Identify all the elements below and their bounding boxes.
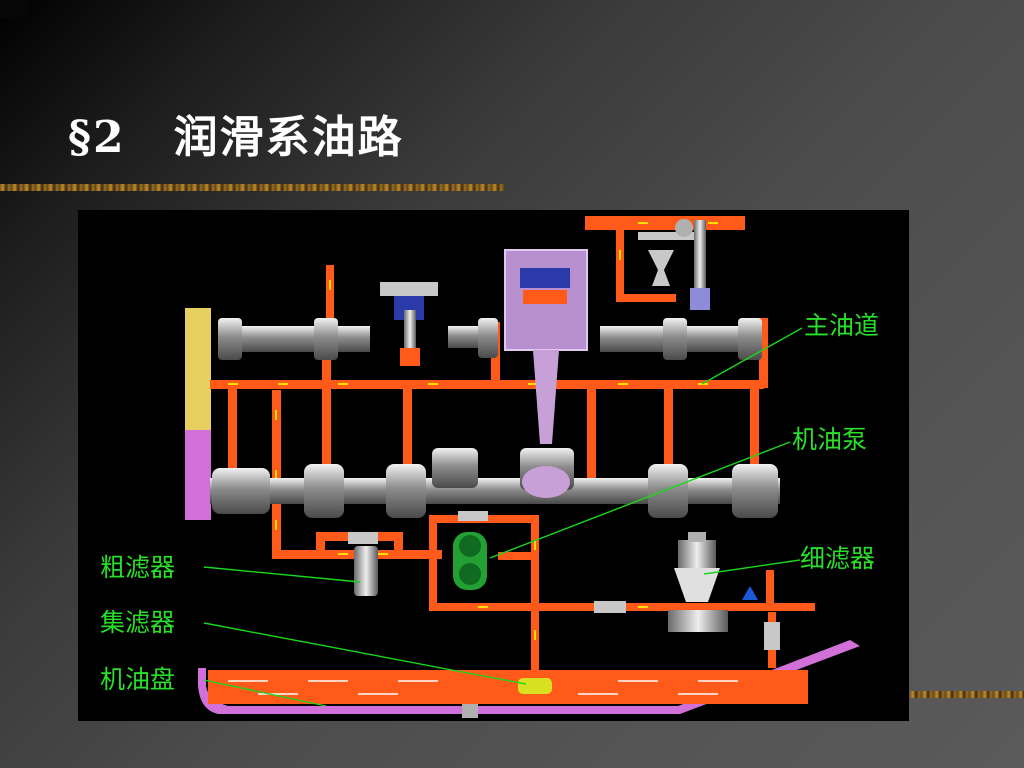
oil-strainer [518, 678, 552, 694]
label-main-oil-gallery: 主油道 [804, 311, 879, 340]
oil-pan [198, 640, 860, 718]
label-oil-pump: 机油泵 [792, 425, 867, 454]
label-strainer: 集滤器 [100, 608, 175, 637]
camshaft [218, 318, 762, 360]
main-oil-gallery [210, 380, 764, 389]
title-text: 润滑系油路 [173, 112, 404, 163]
callout-leaders [203, 327, 803, 707]
label-fine-filter: 细滤器 [800, 544, 875, 573]
rocker-and-valve [638, 219, 710, 310]
crankcase-wall [185, 308, 211, 520]
label-oil-pan: 机油盘 [100, 665, 175, 694]
corner-mark [0, 0, 28, 18]
lubrication-oil-path-diagram: 主油道 机油泵 细滤器 粗滤器 集滤器 机油盘 [78, 210, 909, 721]
crankshaft [210, 448, 780, 518]
bottom-decoration [910, 691, 1024, 698]
oil-pump [453, 511, 488, 590]
section-number: §2 [68, 112, 126, 163]
title-underline [0, 184, 504, 191]
coarse-filter [348, 532, 378, 596]
label-coarse-filter: 粗滤器 [100, 553, 175, 582]
piston-and-connecting-rod [504, 249, 588, 498]
valve-tappet [380, 282, 438, 366]
fine-filter [594, 532, 780, 650]
